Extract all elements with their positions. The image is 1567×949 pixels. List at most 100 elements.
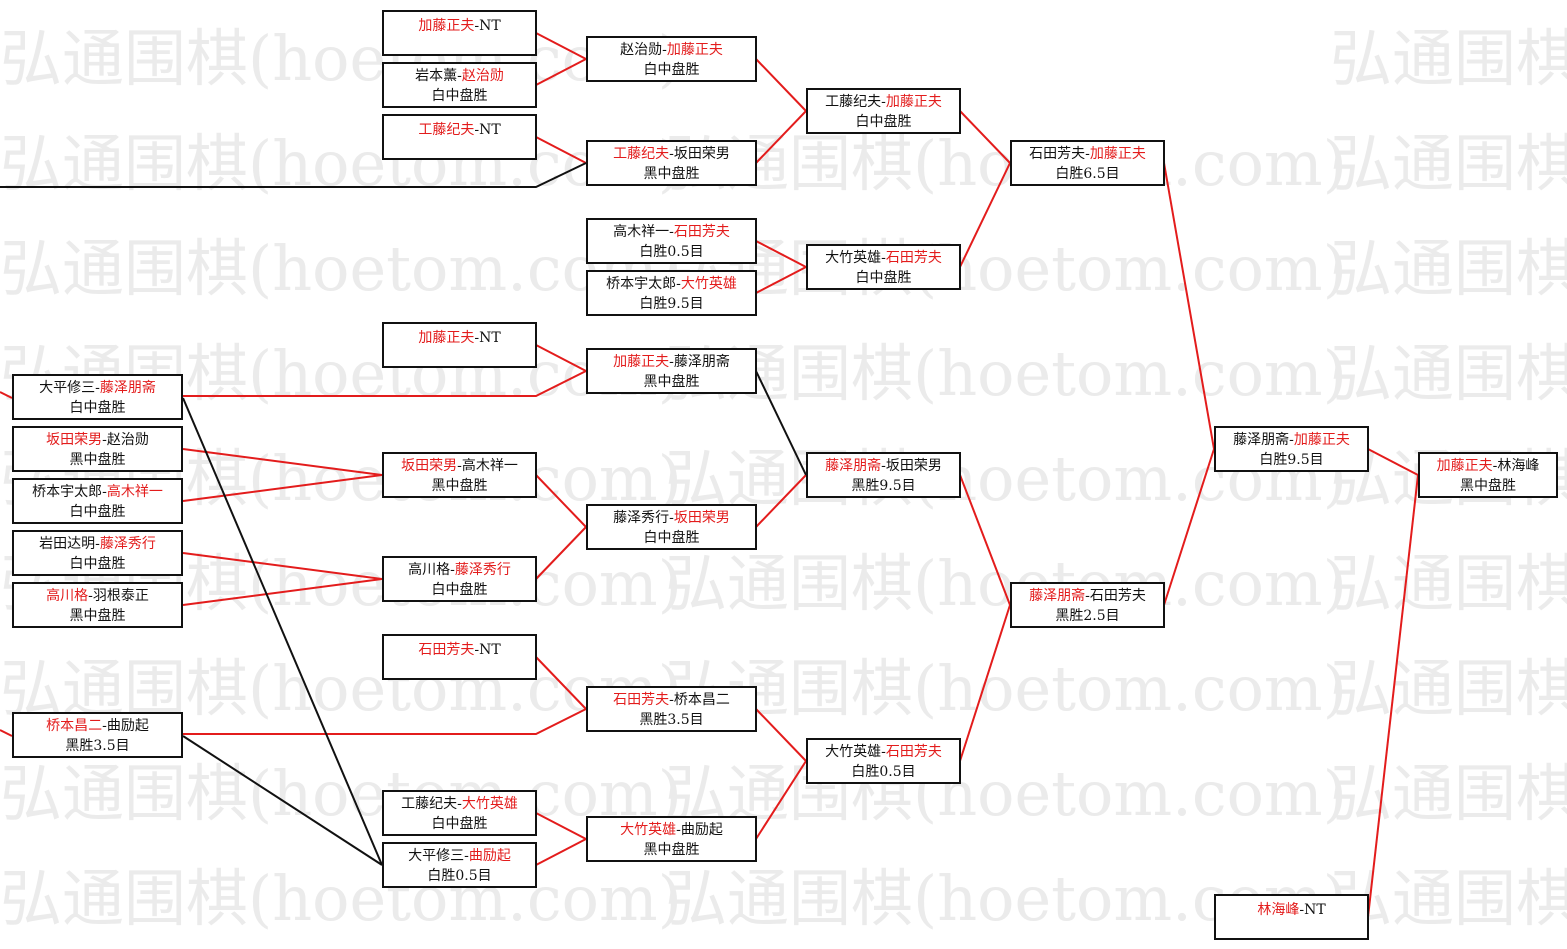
player-black: 赵治勋 [620, 42, 663, 58]
player-white: 桥本昌二 [673, 692, 730, 708]
match-bye[interactable]: 林海峰-NT [1214, 894, 1369, 940]
separator: - [669, 354, 674, 370]
connector [182, 578, 383, 606]
player-white: 石田芳夫 [1089, 588, 1146, 604]
separator: - [474, 642, 480, 658]
match-r2-1[interactable]: 加藤正夫-NT [382, 10, 537, 56]
game-result: 白胜0.5目 [639, 244, 704, 260]
connector [535, 136, 587, 164]
player-white: 高木祥一 [461, 458, 518, 474]
separator: - [676, 276, 681, 292]
player-white: 赵治勋 [106, 432, 149, 448]
match-r2-4[interactable]: 加藤正夫-NT [382, 322, 537, 368]
game-result: 黑胜9.5目 [851, 478, 916, 494]
match-r1-1[interactable]: 大平修三-藤泽朋斋 白中盘胜 [12, 374, 183, 420]
separator: - [881, 458, 886, 474]
player-white: NT [479, 18, 501, 34]
separator: - [1299, 902, 1305, 918]
connector [535, 58, 587, 86]
game-result: 黑中盘胜 [431, 478, 488, 494]
player-white: 曲励起 [680, 822, 723, 838]
player-white: 大竹英雄 [461, 796, 518, 812]
player-white: 赵治勋 [461, 68, 504, 84]
match-r2-8[interactable]: 工藤纪夫-大竹英雄 白中盘胜 [382, 790, 537, 836]
game-result: 白中盘胜 [69, 504, 126, 520]
match-r1-3[interactable]: 桥本宇太郎-高木祥一 白中盘胜 [12, 478, 183, 524]
match-r3-8[interactable]: 大竹英雄-曲励起 黑中盘胜 [586, 816, 757, 862]
match-r1-4[interactable]: 岩田达明-藤泽秀行 白中盘胜 [12, 530, 183, 576]
connector [959, 162, 1011, 268]
match-r2-3[interactable]: 工藤纪夫-NT [382, 114, 537, 160]
player-black: 高川格 [46, 588, 89, 604]
connector [959, 474, 1011, 606]
connector [959, 604, 1011, 762]
match-r2-6[interactable]: 高川格-藤泽秀行 白中盘胜 [382, 556, 537, 602]
player-white: 加藤正夫 [666, 42, 723, 58]
match-r3-7[interactable]: 石田芳夫-桥本昌二 黑胜3.5目 [586, 686, 757, 732]
player-black: 大平修三 [408, 848, 465, 864]
player-white: 加藤正夫 [1089, 146, 1146, 162]
player-black: 桥本昌二 [46, 718, 103, 734]
game-result: 白中盘胜 [643, 62, 700, 78]
match-r4-1[interactable]: 工藤纪夫-加藤正夫 白中盘胜 [806, 88, 961, 134]
match-r3-2[interactable]: 工藤纪夫-坂田荣男 黑中盘胜 [586, 140, 757, 186]
separator: - [102, 718, 107, 734]
game-result: 白中盘胜 [431, 88, 488, 104]
player-white: 羽根泰正 [92, 588, 149, 604]
match-r2-2[interactable]: 岩本薰-赵治勋 白中盘胜 [382, 62, 537, 108]
connector [0, 162, 587, 188]
match-r2-5[interactable]: 坂田荣男-高木祥一 黑中盘胜 [382, 452, 537, 498]
connector [755, 240, 807, 268]
player-white: NT [479, 642, 501, 658]
player-white: NT [1304, 902, 1326, 918]
player-black: 加藤正夫 [418, 330, 475, 346]
match-r4-2[interactable]: 大竹英雄-石田芳夫 白中盘胜 [806, 244, 961, 290]
player-black: 桥本宇太郎 [32, 484, 103, 500]
match-semifinal[interactable]: 藤泽朋斋-加藤正夫 白胜9.5目 [1214, 426, 1369, 472]
separator: - [457, 458, 462, 474]
connector [183, 708, 587, 735]
connector [755, 708, 807, 762]
game-result: 黑胜3.5目 [65, 738, 130, 754]
game-result: 黑中盘胜 [643, 842, 700, 858]
match-r4-4[interactable]: 大竹英雄-石田芳夫 白胜0.5目 [806, 738, 961, 784]
game-result: 黑中盘胜 [643, 166, 700, 182]
match-r1-5[interactable]: 高川格-羽根泰正 黑中盘胜 [12, 582, 183, 628]
match-r3-5[interactable]: 加藤正夫-藤泽朋斋 黑中盘胜 [586, 348, 757, 394]
match-r1-2[interactable]: 坂田荣男-赵治勋 黑中盘胜 [12, 426, 183, 472]
separator: - [464, 848, 469, 864]
player-black: 加藤正夫 [1436, 458, 1493, 474]
separator: - [1085, 588, 1090, 604]
separator: - [676, 822, 681, 838]
player-white: 藤泽秀行 [454, 562, 511, 578]
separator: - [669, 224, 674, 240]
match-r3-4[interactable]: 桥本宇太郎-大竹英雄 白胜9.5目 [586, 270, 757, 316]
player-black: 加藤正夫 [418, 18, 475, 34]
player-black: 岩本薰 [415, 68, 458, 84]
match-r1-6[interactable]: 桥本昌二-曲励起 黑胜3.5目 [12, 712, 183, 758]
match-r2-7[interactable]: 石田芳夫-NT [382, 634, 537, 680]
match-r5-1[interactable]: 石田芳夫-加藤正夫 白胜6.5目 [1010, 140, 1165, 186]
match-r3-3[interactable]: 高木祥一-石田芳夫 白胜0.5目 [586, 218, 757, 264]
separator: - [457, 68, 462, 84]
game-result: 白中盘胜 [855, 114, 912, 130]
separator: - [474, 330, 480, 346]
connector [0, 391, 13, 399]
separator: - [102, 484, 107, 500]
separator: - [474, 122, 480, 138]
player-black: 藤泽朋斋 [825, 458, 882, 474]
player-black: 高木祥一 [613, 224, 670, 240]
game-result: 白中盘胜 [431, 816, 488, 832]
match-r3-6[interactable]: 藤泽秀行-坂田荣男 白中盘胜 [586, 504, 757, 550]
separator: - [88, 588, 93, 604]
separator: - [95, 380, 100, 396]
match-r4-3[interactable]: 藤泽朋斋-坂田荣男 黑胜9.5目 [806, 452, 961, 498]
player-black: 藤泽秀行 [613, 510, 670, 526]
match-r3-1[interactable]: 赵治勋-加藤正夫 白中盘胜 [586, 36, 757, 82]
match-r5-2[interactable]: 藤泽朋斋-石田芳夫 黑胜2.5目 [1010, 582, 1165, 628]
match-final[interactable]: 加藤正夫-林海峰 黑中盘胜 [1418, 452, 1558, 498]
game-result: 白胜0.5目 [851, 764, 916, 780]
player-black: 高川格 [408, 562, 451, 578]
match-r2-9[interactable]: 大平修三-曲励起 白胜0.5目 [382, 842, 537, 888]
